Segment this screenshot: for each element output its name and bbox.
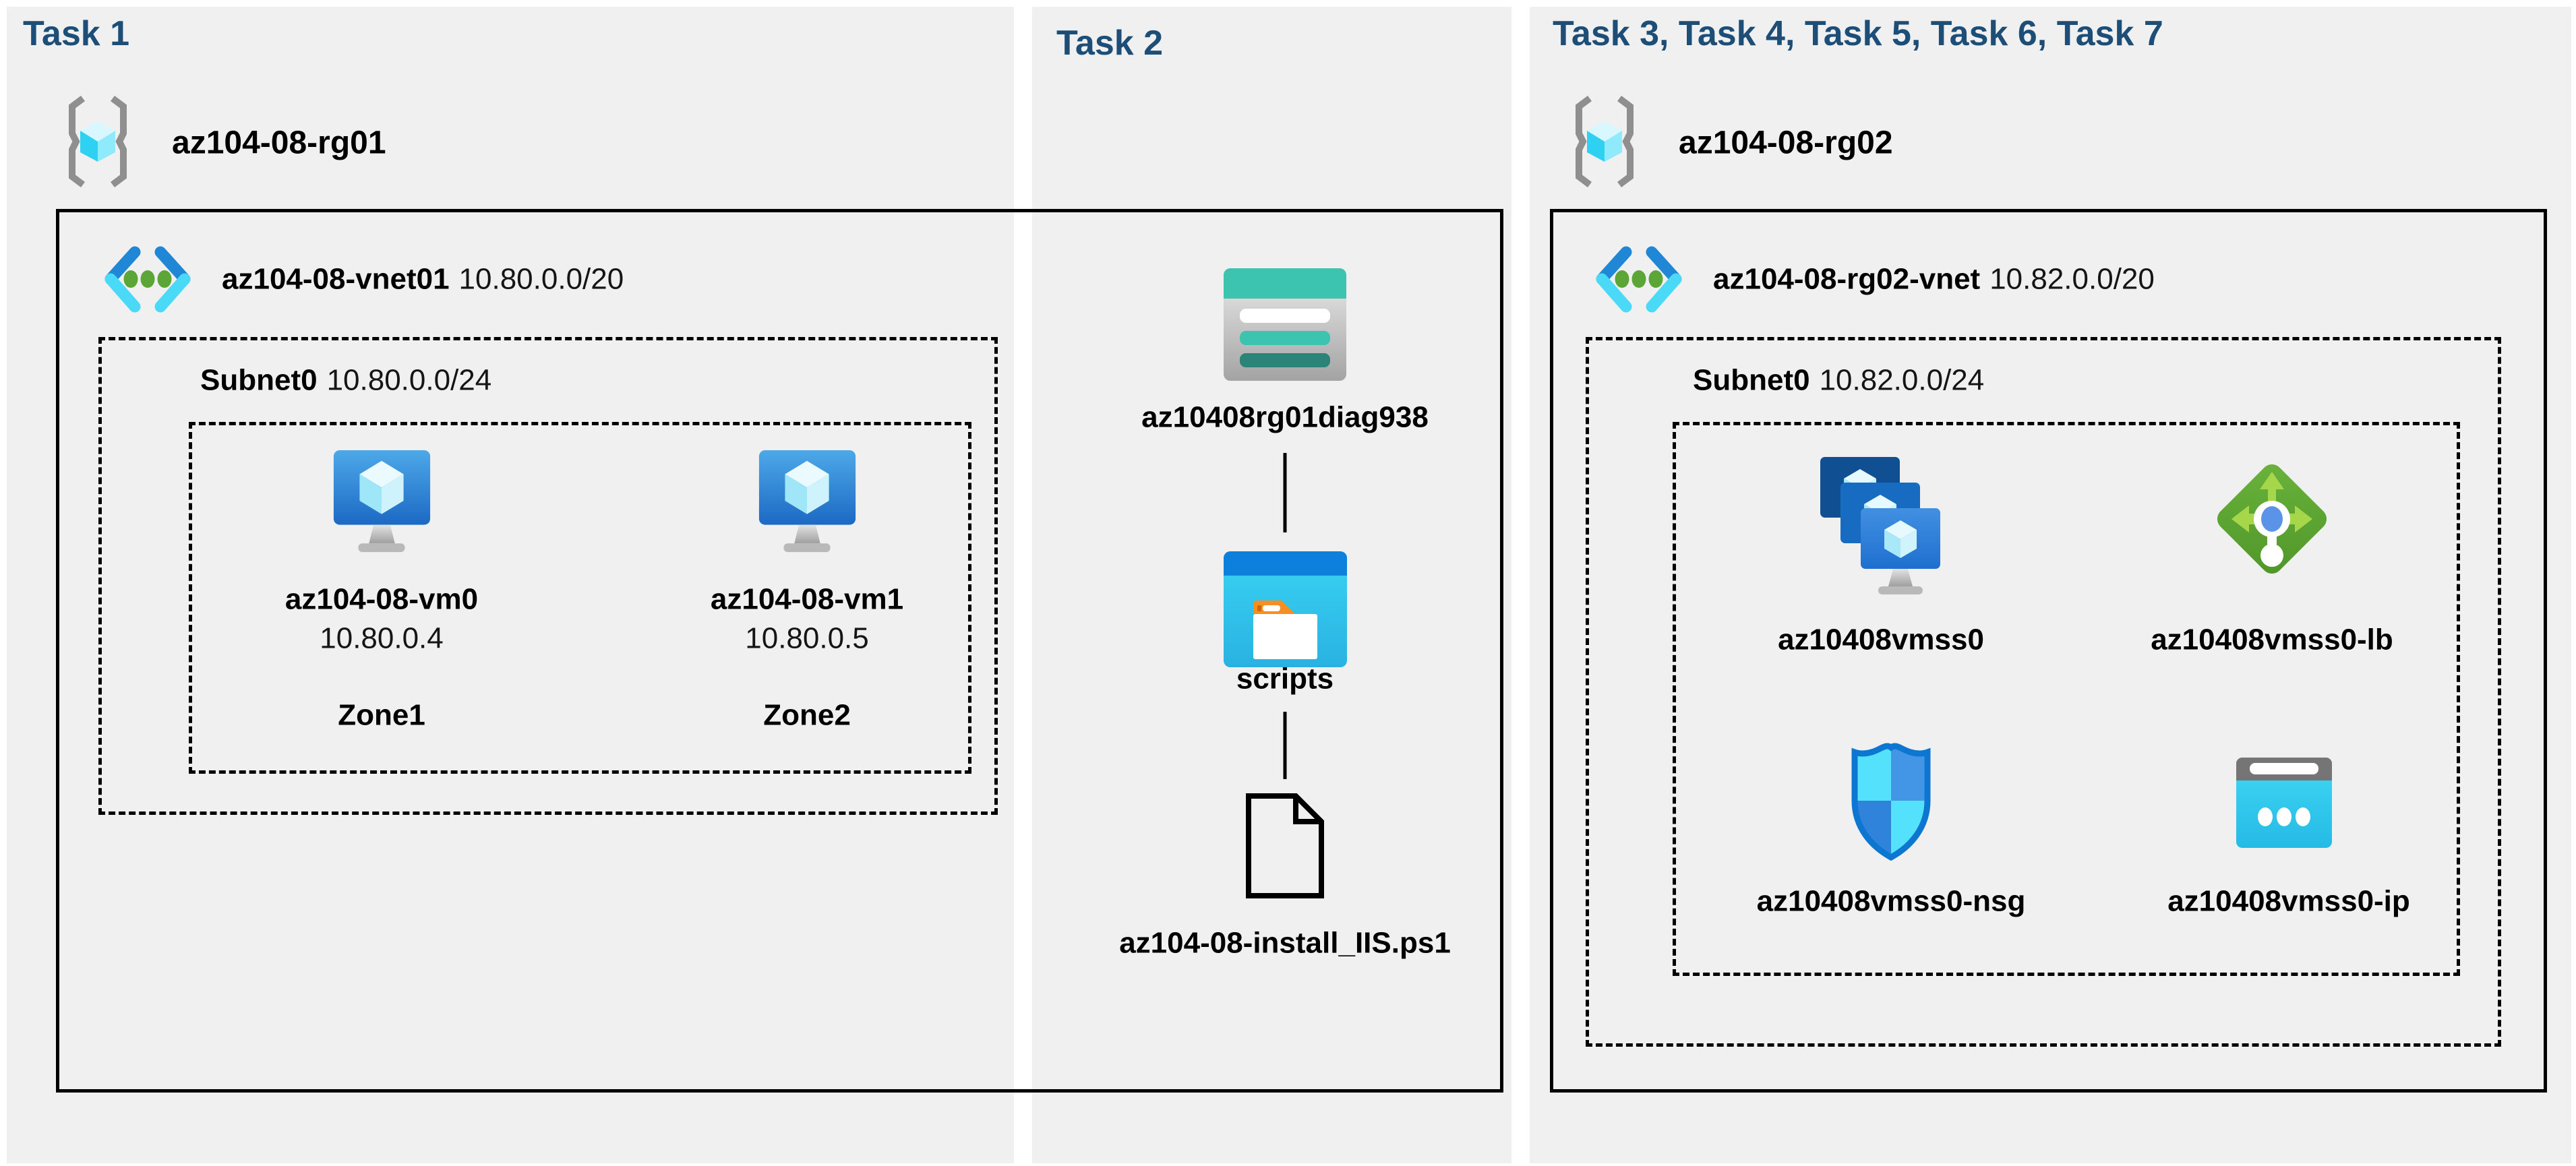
nsg-icon — [1849, 741, 1933, 863]
subnet0-box-rg01 — [98, 337, 998, 815]
vm0-name: az104-08-vm0 — [284, 582, 479, 616]
vmss-group-box — [1673, 422, 2460, 976]
storage-account-label: az10408rg01diag938 — [1141, 400, 1429, 434]
vnet01-box — [56, 209, 1503, 1093]
public-ip-icon — [2236, 758, 2332, 848]
vnet-cidr: 10.82.0.0/20 — [1989, 262, 2155, 296]
vnet-name: az104-08-rg02-vnet — [1713, 262, 1981, 296]
resource-group-label: az104-08-rg02 — [1679, 125, 1893, 161]
vm1-name: az104-08-vm1 — [710, 582, 904, 616]
vm1-ip: 10.80.0.5 — [745, 621, 869, 655]
public-ip-label: az10408vmss0-ip — [2167, 884, 2410, 918]
virtual-machine-icon — [333, 450, 431, 557]
resource-group-icon — [1569, 93, 1640, 190]
resource-group-label: az104-08-rg01 — [172, 125, 386, 161]
virtual-network-icon — [1591, 244, 1687, 315]
vmss-label: az10408vmss0 — [1778, 623, 1984, 656]
connector-container-to-file — [1283, 712, 1287, 779]
script-file-label: az104-08-install_IIS.ps1 — [1119, 926, 1451, 960]
virtual-machine-icon — [758, 450, 856, 557]
vm-scale-set-icon — [1820, 457, 1942, 595]
task1-title: Task 1 — [23, 14, 130, 53]
resource-group-icon — [63, 93, 133, 190]
nsg-label: az10408vmss0-nsg — [1756, 884, 2026, 918]
rg02-vnet-box — [1550, 209, 2547, 1093]
load-balancer-icon — [2211, 448, 2333, 590]
virtual-network-icon — [100, 244, 196, 315]
vm0-ip: 10.80.0.4 — [320, 621, 444, 655]
storage-account-icon — [1224, 268, 1346, 381]
container-label: scripts — [1236, 662, 1334, 696]
vm-zone-group-box — [189, 422, 971, 774]
vm0-zone: Zone1 — [338, 698, 425, 732]
connector-storage-to-container — [1283, 453, 1287, 532]
task2-title: Task 2 — [1056, 24, 1164, 63]
ps1-file-icon — [1242, 793, 1327, 899]
blob-container-icon — [1224, 551, 1347, 667]
subnet0-box-rg02 — [1586, 337, 2501, 1047]
task3-panel — [1530, 7, 2571, 1163]
vnet-name: az104-08-vnet01 — [222, 262, 450, 296]
load-balancer-label: az10408vmss0-lb — [2151, 623, 2393, 656]
task3-title: Task 3, Task 4, Task 5, Task 6, Task 7 — [1553, 14, 2163, 53]
vm1-zone: Zone2 — [763, 698, 851, 732]
task1-panel — [7, 7, 1014, 1163]
vnet-cidr: 10.80.0.0/20 — [458, 262, 624, 296]
